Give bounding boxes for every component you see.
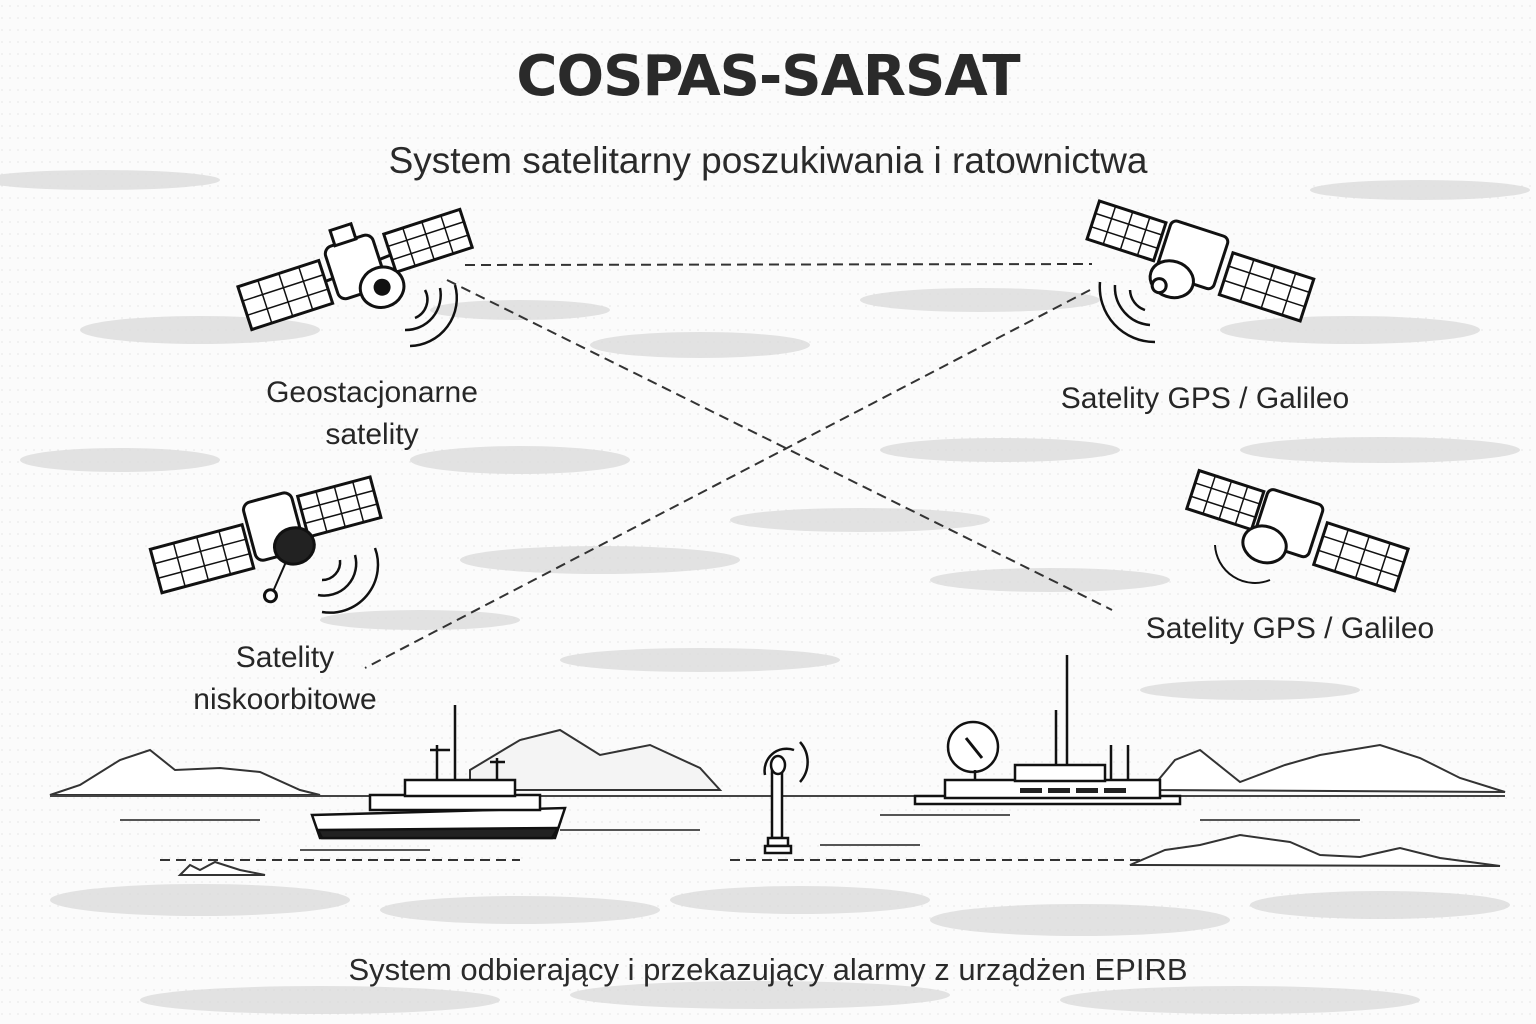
label-line: Satelity GPS / Galileo xyxy=(1060,382,1350,415)
signal-waves-icon xyxy=(1214,544,1271,584)
label-gnss-satellites-upper: Satelity GPS / Galileo xyxy=(1030,378,1380,420)
satellite-icon xyxy=(1184,468,1411,593)
label-line: Geostacjonarne xyxy=(266,376,478,409)
water-ripples xyxy=(120,814,1360,851)
label-geostationary-satellites: Geostacjonarne satelity xyxy=(222,372,522,456)
label-gnss-satellites-lower: Satelity GPS / Galileo xyxy=(1110,608,1470,650)
signal-waves-icon xyxy=(404,284,458,348)
ground-station-icon xyxy=(913,655,1182,806)
label-line: Satelity xyxy=(235,641,335,674)
mountains-illustration xyxy=(49,728,1506,876)
label-line: Satelity GPS / Galileo xyxy=(1145,612,1435,645)
signal-waves-icon xyxy=(317,547,380,614)
satellite-icon xyxy=(236,207,475,332)
signal-waves-icon xyxy=(1098,281,1156,344)
link-geo-to-gnss xyxy=(464,263,1093,266)
satellite-icon xyxy=(148,475,383,604)
signal-links xyxy=(160,263,1140,861)
link-gnss-to-leo xyxy=(364,289,1091,669)
label-line: satelity xyxy=(325,418,419,451)
label-line: niskoorbitowe xyxy=(193,683,377,716)
ship-icon xyxy=(310,705,567,840)
satellite-icon xyxy=(1085,199,1316,323)
epirb-beacon-icon xyxy=(763,741,809,855)
link-geo-to-lower-gnss xyxy=(446,279,1113,611)
label-leo-satellites: Satelity niskoorbitowe xyxy=(140,637,430,721)
page-title: COSPAS-SARSAT xyxy=(516,44,1020,109)
page-subtitle: System satelitarny poszukiwania i ratown… xyxy=(388,140,1148,181)
footer-caption: System odbierający i przekazujący alarmy… xyxy=(348,952,1188,987)
